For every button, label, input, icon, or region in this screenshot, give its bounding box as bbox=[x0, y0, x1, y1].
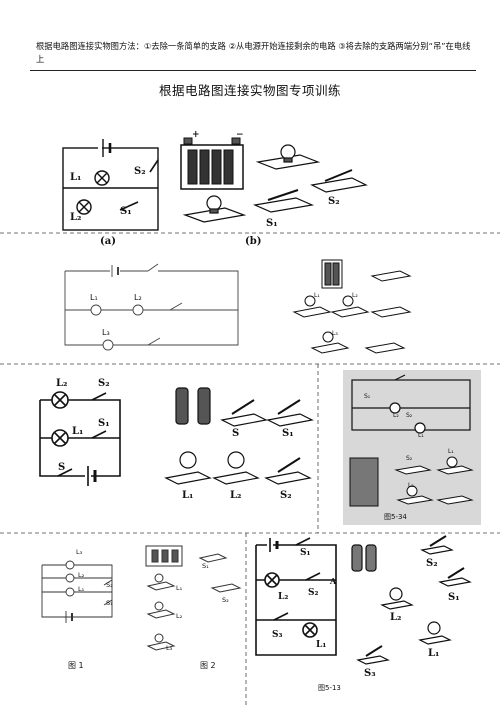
sec4-photo-l3: L₃ bbox=[166, 644, 173, 652]
sec2-photo-l3: L₃ bbox=[332, 330, 338, 337]
sec3-r-l1: L₁ bbox=[418, 432, 424, 439]
sec3-label-l2: L₂ bbox=[56, 378, 68, 389]
sec2-label-l3: L₃ bbox=[102, 328, 110, 337]
sec4-rp-s2: S₂ bbox=[426, 558, 438, 569]
page-title: 根据电路图连接实物图专项训练 bbox=[158, 83, 341, 98]
lamp-holder-photo-2 bbox=[182, 195, 247, 223]
sec3-photo-s: S bbox=[232, 428, 240, 439]
circuit-diagram-5-13 bbox=[255, 537, 337, 656]
switch-photo-s1 bbox=[252, 189, 315, 213]
section3-right-photos bbox=[349, 456, 474, 507]
sec3-r-l2: L₂ bbox=[393, 412, 399, 419]
sec3-r2-s2: S₂ bbox=[406, 455, 413, 462]
battery-plus: + bbox=[192, 130, 200, 140]
sec3-photo-s2: S₂ bbox=[280, 490, 292, 501]
battery-minus: − bbox=[236, 130, 244, 140]
photo-label-s1: S₁ bbox=[266, 218, 278, 229]
sec4-r-s1: S₁ bbox=[300, 548, 311, 558]
section4-right-photos bbox=[351, 535, 472, 665]
sec4-r-s3: S₃ bbox=[272, 630, 283, 640]
sec4-rp-s1: S₁ bbox=[448, 592, 460, 603]
sec2-photo-l2: L₂ bbox=[352, 292, 358, 299]
caption-b: (b) bbox=[245, 236, 262, 247]
circuit-diagram-2 bbox=[64, 263, 239, 351]
sec3-r-s2: S₂ bbox=[406, 412, 413, 419]
sec4-label-l2: L₂ bbox=[78, 571, 85, 579]
sec3-label-s: S bbox=[58, 462, 66, 473]
sec3-r-s1: S₁ bbox=[364, 393, 371, 400]
method-instructions: 根据电路图连接实物图方法：①去除一条简单的支路 ②从电源开始连接剩余的电路 ③将… bbox=[36, 41, 471, 64]
photo-label-s2: S₂ bbox=[328, 196, 340, 207]
caption-a: (a) bbox=[100, 236, 116, 247]
sec4-r-l1: L₁ bbox=[316, 640, 327, 650]
circuit-diagram-a bbox=[62, 139, 159, 231]
circuit-diagram-3 bbox=[39, 391, 121, 486]
fig-2-caption: 图 2 bbox=[200, 661, 216, 670]
sec3-r2-l2: L₂ bbox=[408, 482, 414, 489]
sec4-r-a: A bbox=[330, 576, 337, 586]
sec4-rp-l1: L₁ bbox=[428, 648, 440, 659]
label-l2: L₂ bbox=[70, 212, 82, 223]
sec4-photo-s1: S₁ bbox=[202, 562, 209, 570]
header-divider bbox=[30, 70, 476, 71]
circuit-diagram-5-34 bbox=[351, 374, 471, 434]
sec4-photo-l1: L₁ bbox=[176, 584, 183, 592]
sec2-label-l2: L₂ bbox=[134, 293, 142, 302]
sec4-label-l3: L₃ bbox=[76, 548, 83, 556]
sec3-label-l1: L₁ bbox=[72, 426, 84, 437]
battery-photo bbox=[180, 137, 244, 190]
sec3-label-s1: S₁ bbox=[98, 418, 110, 429]
sec4-rp-s3: S₃ bbox=[364, 668, 376, 679]
sec4-photo-l2: L₂ bbox=[176, 612, 183, 620]
label-l1: L₁ bbox=[70, 172, 82, 183]
sec2-photo-l1: L₁ bbox=[314, 292, 320, 299]
sec4-photo-s2: S₂ bbox=[222, 596, 229, 604]
sec3-photo-s1: S₁ bbox=[282, 428, 294, 439]
section3-photos bbox=[164, 387, 314, 485]
lamp-holder-photo-1 bbox=[255, 144, 321, 170]
sec4-label-l1: L₁ bbox=[78, 585, 85, 593]
sec3-photo-l2: L₂ bbox=[230, 490, 242, 501]
section2-component-photos bbox=[292, 270, 412, 354]
sec4-r-s2: S₂ bbox=[308, 588, 319, 598]
fig-5-13: 图5-13 bbox=[318, 684, 341, 692]
sec3-r2-l1: L₁ bbox=[448, 448, 454, 455]
circuit-diagram-4 bbox=[41, 560, 113, 623]
section4-photos bbox=[145, 545, 242, 651]
sec3-photo-l1: L₁ bbox=[182, 490, 194, 501]
label-s1: S₁ bbox=[120, 206, 132, 217]
switch-photo-s2 bbox=[310, 169, 368, 193]
fig-5-34: 图5-34 bbox=[384, 513, 407, 521]
label-s2: S₂ bbox=[134, 166, 146, 177]
sec4-rp-l2: L₂ bbox=[390, 612, 402, 623]
sec4-label-s1: S₁ bbox=[106, 599, 113, 607]
section2-battery-photo bbox=[321, 259, 343, 289]
sec2-label-l1: L₁ bbox=[90, 293, 98, 302]
fig-1-caption: 图 1 bbox=[68, 661, 84, 670]
sec3-label-s2: S₂ bbox=[98, 378, 110, 389]
sec4-label-s2: S₂ bbox=[106, 581, 113, 589]
sec4-r-l2: L₂ bbox=[278, 592, 289, 602]
